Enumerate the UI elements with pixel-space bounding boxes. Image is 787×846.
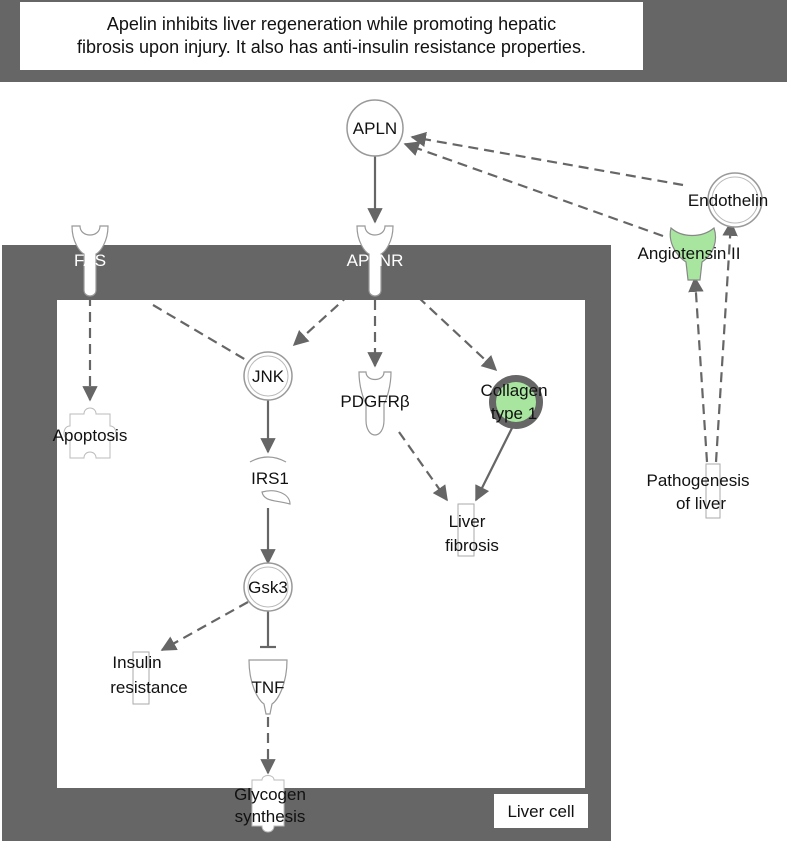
compartment-label-box xyxy=(494,794,588,828)
liver-cell-interior xyxy=(57,300,585,788)
pathogenesis-label-2: of liver xyxy=(676,494,726,513)
glycogen-label-1: Glycogen xyxy=(234,785,306,804)
insulin-resistance-label-2: resistance xyxy=(110,678,187,697)
edge-gsk3-insulin-resistance xyxy=(160,601,249,651)
node-endothelin[interactable]: Endothelin xyxy=(688,172,768,228)
endothelin-label: Endothelin xyxy=(688,191,768,210)
node-jnk[interactable]: JNK xyxy=(243,351,293,401)
edge-collagen-liver-fibrosis xyxy=(475,425,514,502)
pdgfrb-label: PDGFRβ xyxy=(340,392,410,411)
node-gsk3[interactable]: Gsk3 xyxy=(243,562,293,612)
glycogen-label-2: synthesis xyxy=(235,807,306,826)
node-collagen-type-1[interactable]: Collagen type 1 xyxy=(480,375,548,429)
caption-box: Apelin inhibits liver regeneration while… xyxy=(18,0,645,72)
collagen-label-2: type 1 xyxy=(491,404,537,423)
gsk3-label: Gsk3 xyxy=(248,578,288,597)
node-aplnr[interactable]: APLNR xyxy=(347,225,404,297)
node-tnf[interactable]: TNF xyxy=(248,659,288,715)
liver-fibrosis-label-1: Liver xyxy=(449,512,486,531)
edge-endothelin-apln xyxy=(410,131,684,187)
irs1-label: IRS1 xyxy=(251,469,289,488)
node-pdgfrb[interactable]: PDGFRβ xyxy=(340,371,410,436)
apoptosis-label: Apoptosis xyxy=(53,426,128,445)
caption-text: Apelin inhibits liver regeneration while… xyxy=(71,13,592,59)
tnf-label: TNF xyxy=(251,678,284,697)
node-angiotensin-ii[interactable]: Angiotensin II xyxy=(637,226,741,281)
edge-pathogenesis-angiotensin xyxy=(688,276,709,463)
node-irs1[interactable]: IRS1 xyxy=(249,456,291,505)
edge-aplnr-jnk xyxy=(292,293,351,347)
fas-label: FAS xyxy=(74,251,106,270)
node-fas[interactable]: FAS xyxy=(71,225,109,297)
pathogenesis-label-1: Pathogenesis xyxy=(646,471,749,490)
insulin-resistance-label-1: Insulin xyxy=(112,653,161,672)
node-glycogen-synthesis[interactable]: Glycogen synthesis xyxy=(234,775,306,833)
collagen-label-1: Collagen xyxy=(480,381,547,400)
angiotensin-label: Angiotensin II xyxy=(637,244,740,263)
node-apln[interactable]: APLN xyxy=(346,99,404,157)
node-insulin-resistance[interactable]: Insulin resistance xyxy=(110,651,188,705)
jnk-label: JNK xyxy=(252,367,285,386)
liver-fibrosis-label-2: fibrosis xyxy=(445,536,499,555)
node-apoptosis[interactable]: Apoptosis xyxy=(53,407,128,459)
caption-frame: Apelin inhibits liver regeneration while… xyxy=(0,0,787,82)
apln-label: APLN xyxy=(353,119,397,138)
caption-line-2: fibrosis upon injury. It also has anti-i… xyxy=(77,37,586,57)
edge-angiotensin-apln xyxy=(403,141,664,238)
caption-line-1: Apelin inhibits liver regeneration while… xyxy=(106,14,557,34)
node-pathogenesis[interactable]: Pathogenesis of liver xyxy=(646,463,750,519)
compartment-label: Liver cell xyxy=(507,802,574,821)
edge-aplnr-collagen xyxy=(417,296,498,372)
edge-pathogenesis-endothelin xyxy=(714,220,738,463)
edge-pdgfrb-liver-fibrosis xyxy=(398,431,448,502)
edge-fas-jnk xyxy=(152,304,247,361)
node-liver-fibrosis[interactable]: Liver fibrosis xyxy=(445,503,499,557)
aplnr-label: APLNR xyxy=(347,251,404,270)
